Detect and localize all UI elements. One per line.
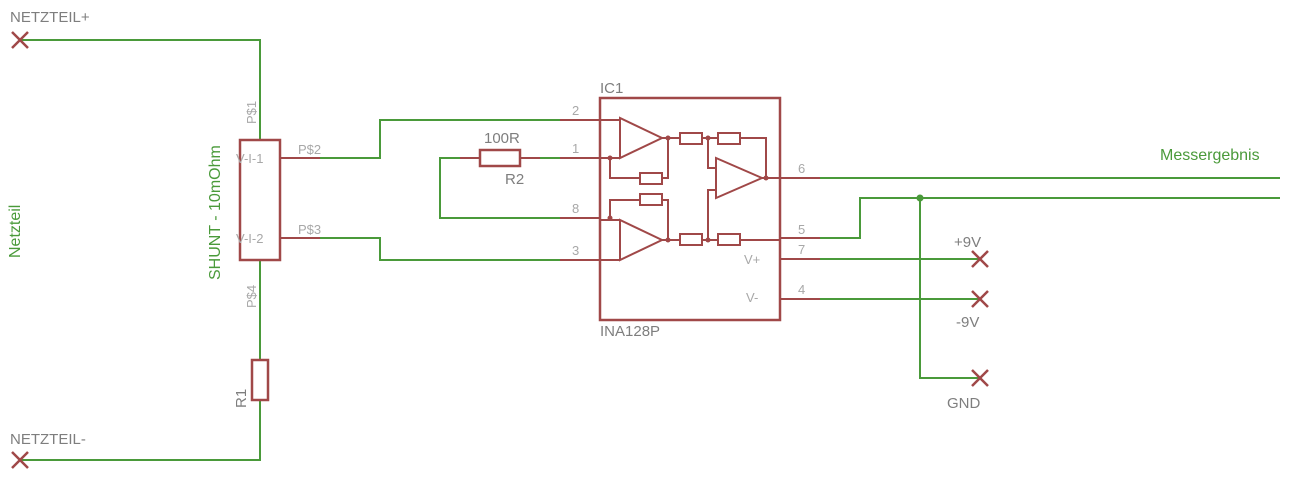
wire-shunt-p2-to-ic-pin2 [280, 119, 600, 159]
label-shunt-p4: P$4 [244, 285, 259, 308]
terminal-plus9v[interactable] [971, 250, 989, 268]
wire-shunt-p3-to-ic-pin3 [280, 237, 600, 261]
label-shunt-inner-bottom: V-I-2 [236, 231, 263, 246]
label-ic-pin3: 3 [572, 243, 579, 258]
wire-ref-to-gnd [919, 198, 980, 379]
terminal-minus9v[interactable] [971, 290, 989, 308]
terminal-gnd[interactable] [971, 369, 989, 387]
wire-r2-to-ic-pin8 [439, 157, 600, 219]
label-ic-pin2: 2 [572, 103, 579, 118]
resistor-r2[interactable] [460, 148, 540, 168]
label-gnd: GND [947, 395, 981, 412]
terminal-netzteil-plus[interactable] [11, 31, 29, 49]
labels: NETZTEIL+ NETZTEIL- Netzteil SHUNT - 10m… [7, 9, 1260, 448]
label-ic-pin4: 4 [798, 282, 805, 297]
ic1-ina128p[interactable] [560, 96, 820, 322]
label-ic-name: IC1 [600, 80, 623, 97]
label-netzteil-minus: NETZTEIL- [10, 431, 86, 448]
label-shunt: SHUNT - 10mOhm [207, 145, 224, 280]
label-netzteil-plus: NETZTEIL+ [10, 9, 90, 26]
resistor-r1[interactable] [250, 358, 270, 402]
label-minus9v: -9V [956, 314, 979, 331]
label-ic-part: INA128P [600, 323, 660, 340]
junction-dot [916, 194, 924, 202]
label-netzteil-net: Netzteil [7, 205, 24, 258]
wire-r1-to-netzteil-minus [20, 400, 261, 461]
label-ic-pin6: 6 [798, 161, 805, 176]
label-ic-pin5: 5 [798, 222, 805, 237]
label-r1: R1 [233, 389, 250, 408]
label-plus9v: +9V [954, 234, 981, 251]
terminal-netzteil-minus[interactable] [11, 451, 29, 469]
label-ic-pin7: 7 [798, 242, 805, 257]
label-shunt-inner-top: V-I-1 [236, 151, 263, 166]
wire-ic-pin5-to-ref [780, 197, 1280, 239]
shunt-component[interactable] [238, 138, 320, 262]
label-messergebnis: Messergebnis [1160, 147, 1260, 164]
label-ic-vplus: V+ [744, 252, 760, 267]
label-r2-name: R2 [505, 171, 524, 188]
label-r2-value: 100R [484, 130, 520, 147]
label-shunt-p1: P$1 [244, 101, 259, 124]
wire-netzteil-plus [20, 39, 261, 140]
label-ic-pin1: 1 [572, 141, 579, 156]
label-shunt-p3: P$3 [298, 222, 321, 237]
label-ic-vminus: V- [746, 290, 758, 305]
label-shunt-p2: P$2 [298, 142, 321, 157]
label-ic-pin8: 8 [572, 201, 579, 216]
